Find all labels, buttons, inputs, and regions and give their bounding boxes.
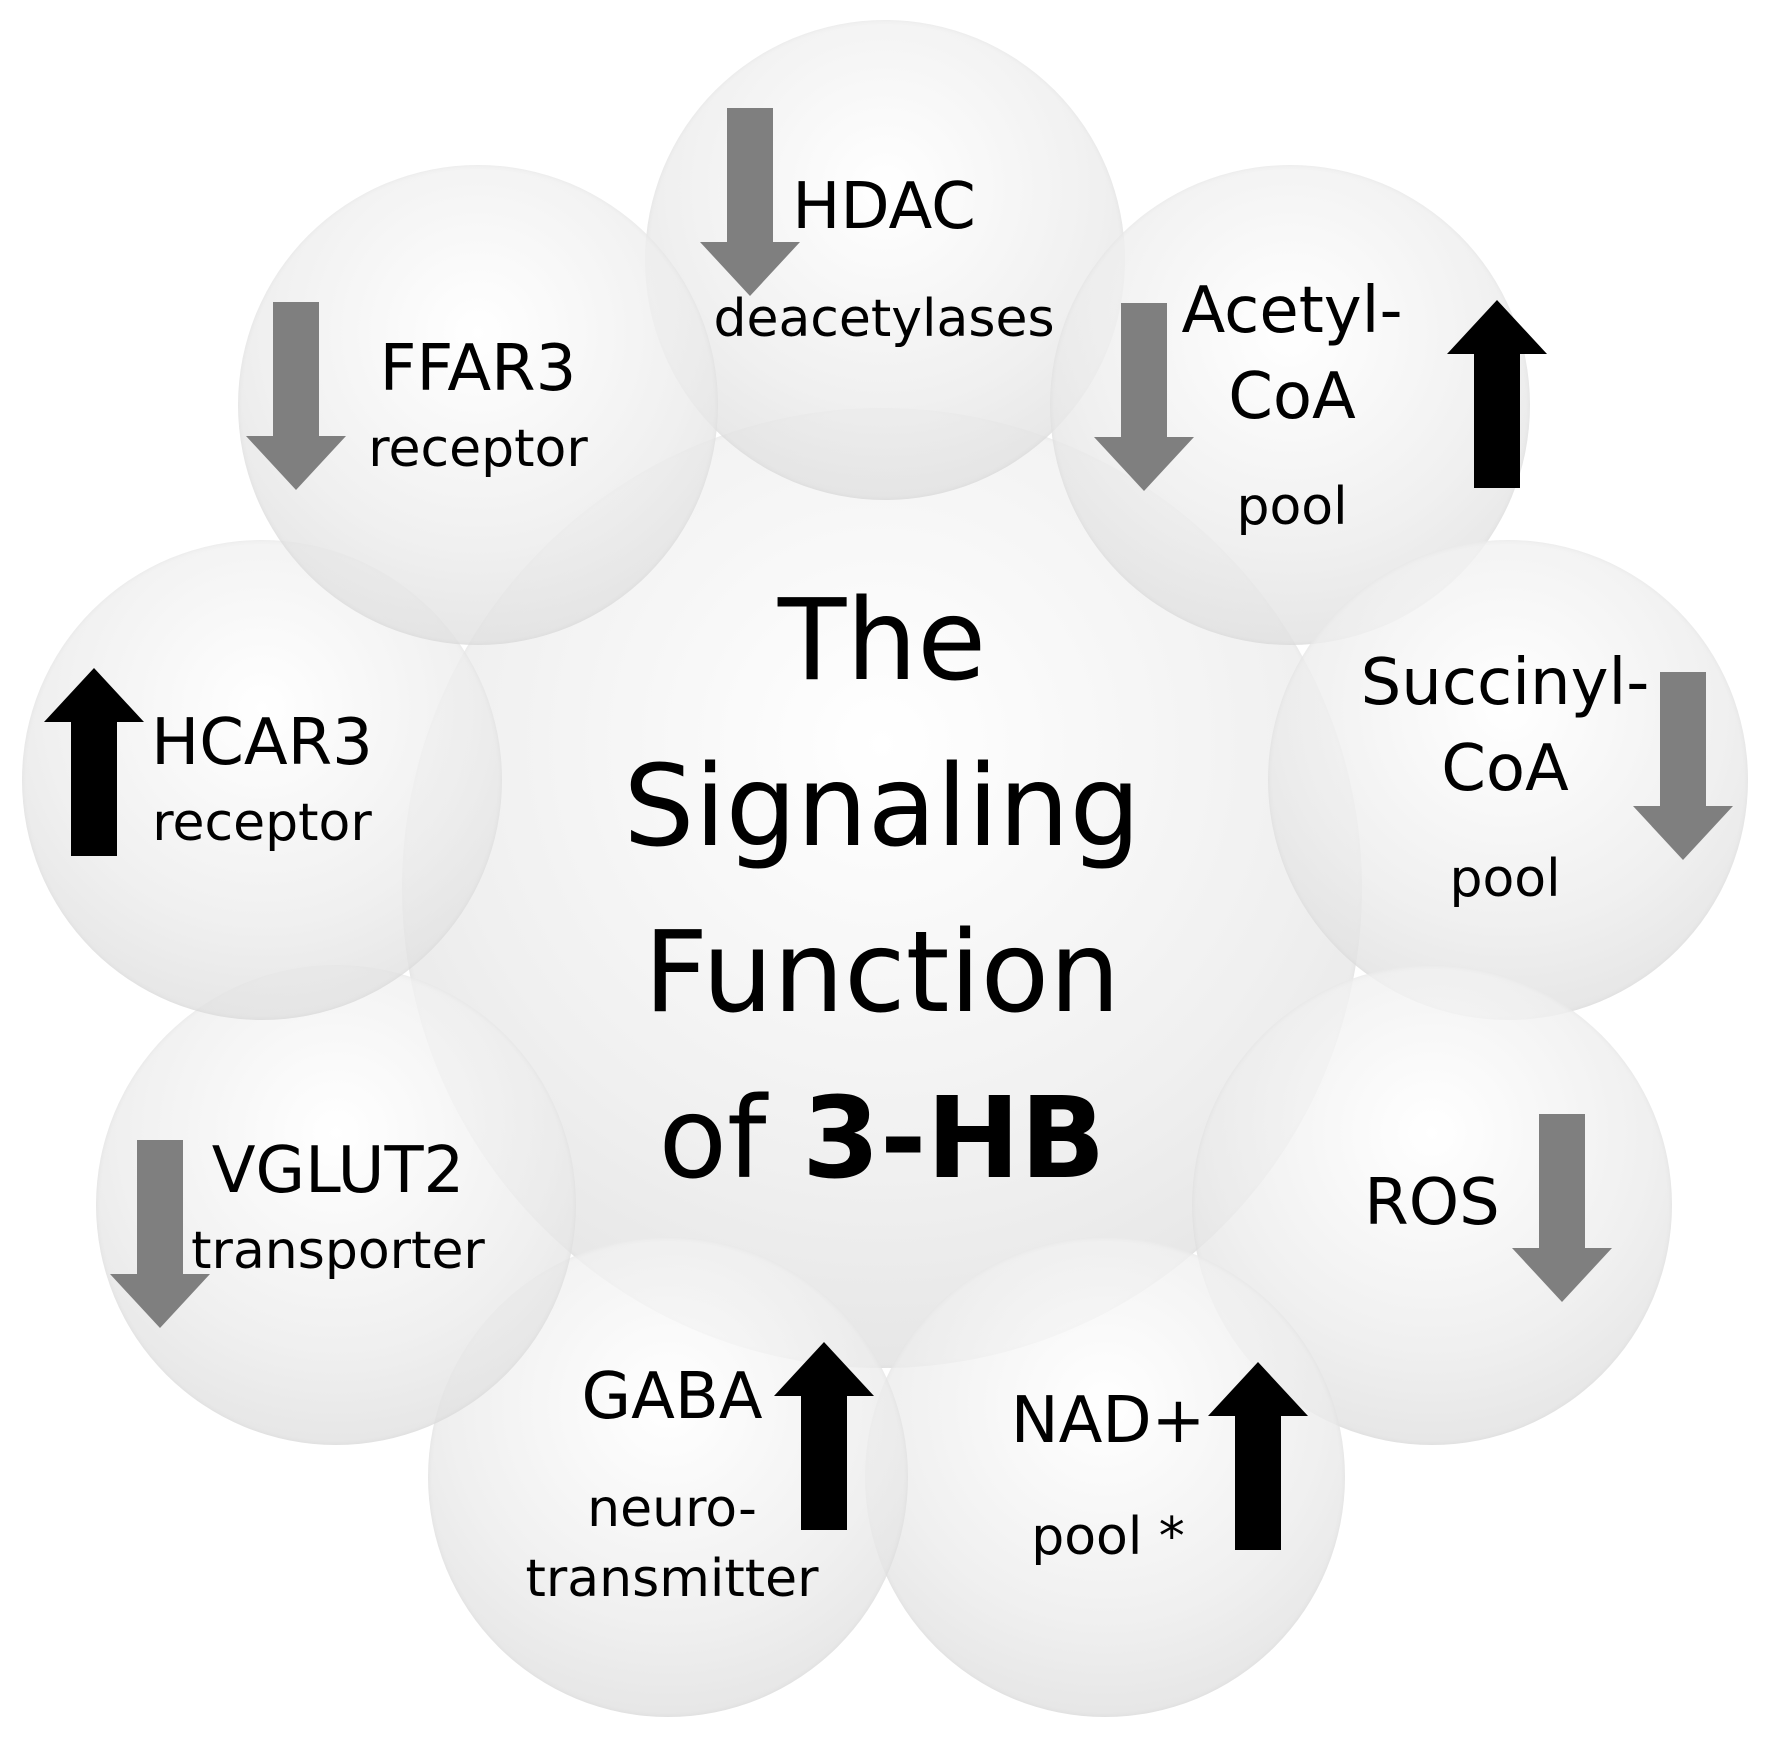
center-title-line1: The: [777, 576, 987, 706]
ffar3-sub: receptor: [368, 419, 588, 479]
hcar3-up-arrow: [44, 668, 144, 856]
acetyl-coa-down-arrow: [1094, 303, 1194, 491]
center-title-line4: of 3-HB: [402, 1056, 1362, 1222]
vglut2-down-arrow: [110, 1140, 210, 1328]
hcar3-title: HCAR3: [151, 706, 373, 780]
gaba-title: GABA: [581, 1360, 763, 1434]
gaba-sub-line2: transmitter: [525, 1549, 819, 1609]
acetyl-coa-title-line1: Acetyl-: [1181, 274, 1403, 348]
ffar3-title: FFAR3: [379, 332, 577, 406]
center-title-line2: Signaling: [623, 742, 1141, 872]
acetyl-coa-sub: pool: [1236, 477, 1348, 537]
succinyl-coa-sub: pool: [1449, 849, 1561, 909]
succinyl-coa-down-arrow: [1633, 672, 1733, 860]
hcar3-sub: receptor: [152, 793, 372, 853]
vglut2-sub: transporter: [191, 1221, 485, 1281]
nad-sub: pool *: [1031, 1507, 1185, 1567]
ros-down-arrow: [1512, 1114, 1612, 1302]
acetyl-coa-up-arrow: [1447, 300, 1547, 488]
nad-title: NAD+: [1010, 1384, 1206, 1458]
hdac-down-arrow: [700, 108, 800, 296]
center-title-line3: Function: [643, 908, 1121, 1038]
ffar3-down-arrow: [246, 302, 346, 490]
acetyl-coa-title-line2: CoA: [1228, 360, 1356, 434]
center-title: The Signaling Function of 3-HB: [402, 558, 1362, 1228]
succinyl-coa-title-line1: Succinyl-: [1360, 646, 1650, 720]
vglut2-title: VGLUT2: [211, 1134, 465, 1208]
center-title-bold: 3-HB: [802, 1074, 1106, 1204]
gaba-sub-line1: neuro-: [587, 1479, 757, 1539]
succinyl-coa-title-line2: CoA: [1441, 732, 1569, 806]
gaba-up-arrow: [774, 1342, 874, 1530]
hdac-sub: deacetylases: [713, 289, 1055, 349]
hdac-title: HDAC: [792, 170, 976, 244]
ros-title: ROS: [1364, 1166, 1500, 1240]
center-title-prefix: of: [658, 1074, 803, 1204]
nad-up-arrow: [1208, 1362, 1308, 1550]
